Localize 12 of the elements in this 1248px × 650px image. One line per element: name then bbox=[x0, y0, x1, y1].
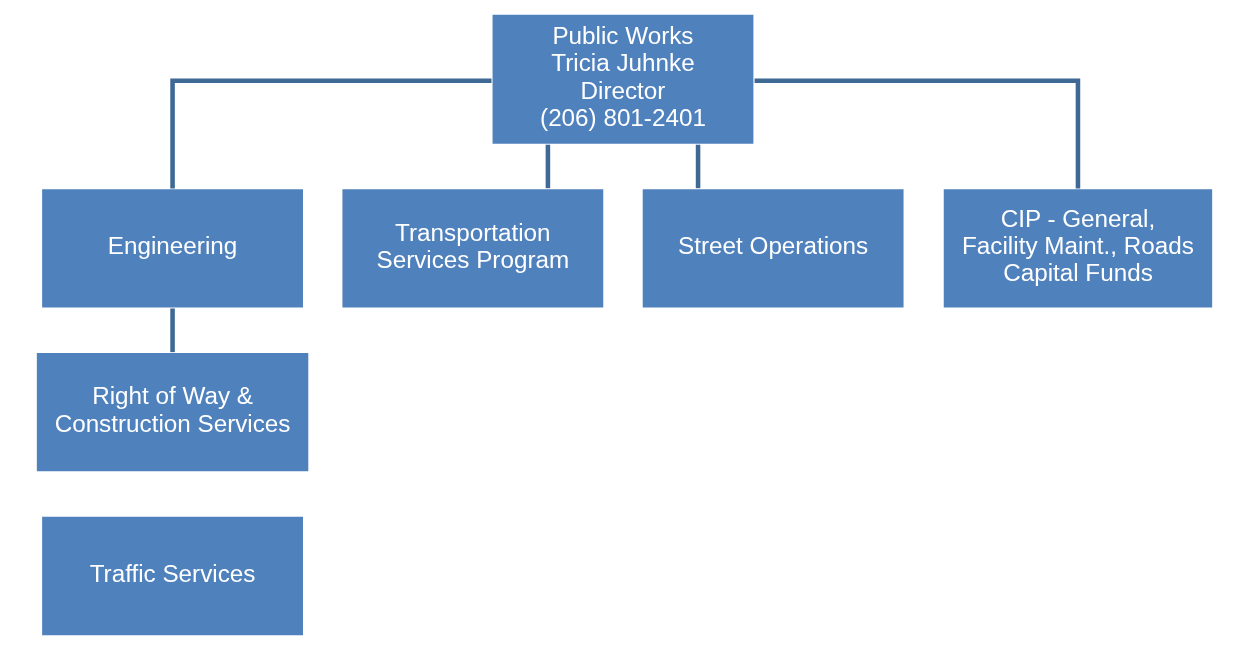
connector bbox=[754, 78, 1080, 189]
connector bbox=[695, 144, 700, 189]
node-box: CIP - General, Facility Maint., Roads Capital Funds bbox=[941, 187, 1214, 310]
node-box: Engineering bbox=[40, 187, 304, 310]
connector bbox=[545, 144, 550, 189]
node-box: Transportation Services Program bbox=[340, 187, 605, 310]
node-box: Public Works Tricia Juhnke Director (206) 801-2401 bbox=[490, 13, 755, 146]
connector bbox=[169, 78, 491, 189]
node-box: Traffic Services bbox=[40, 515, 304, 637]
node-box: Right of Way & Construction Services bbox=[34, 351, 310, 473]
node-box: Street Operations bbox=[640, 187, 905, 310]
connector bbox=[169, 308, 175, 353]
